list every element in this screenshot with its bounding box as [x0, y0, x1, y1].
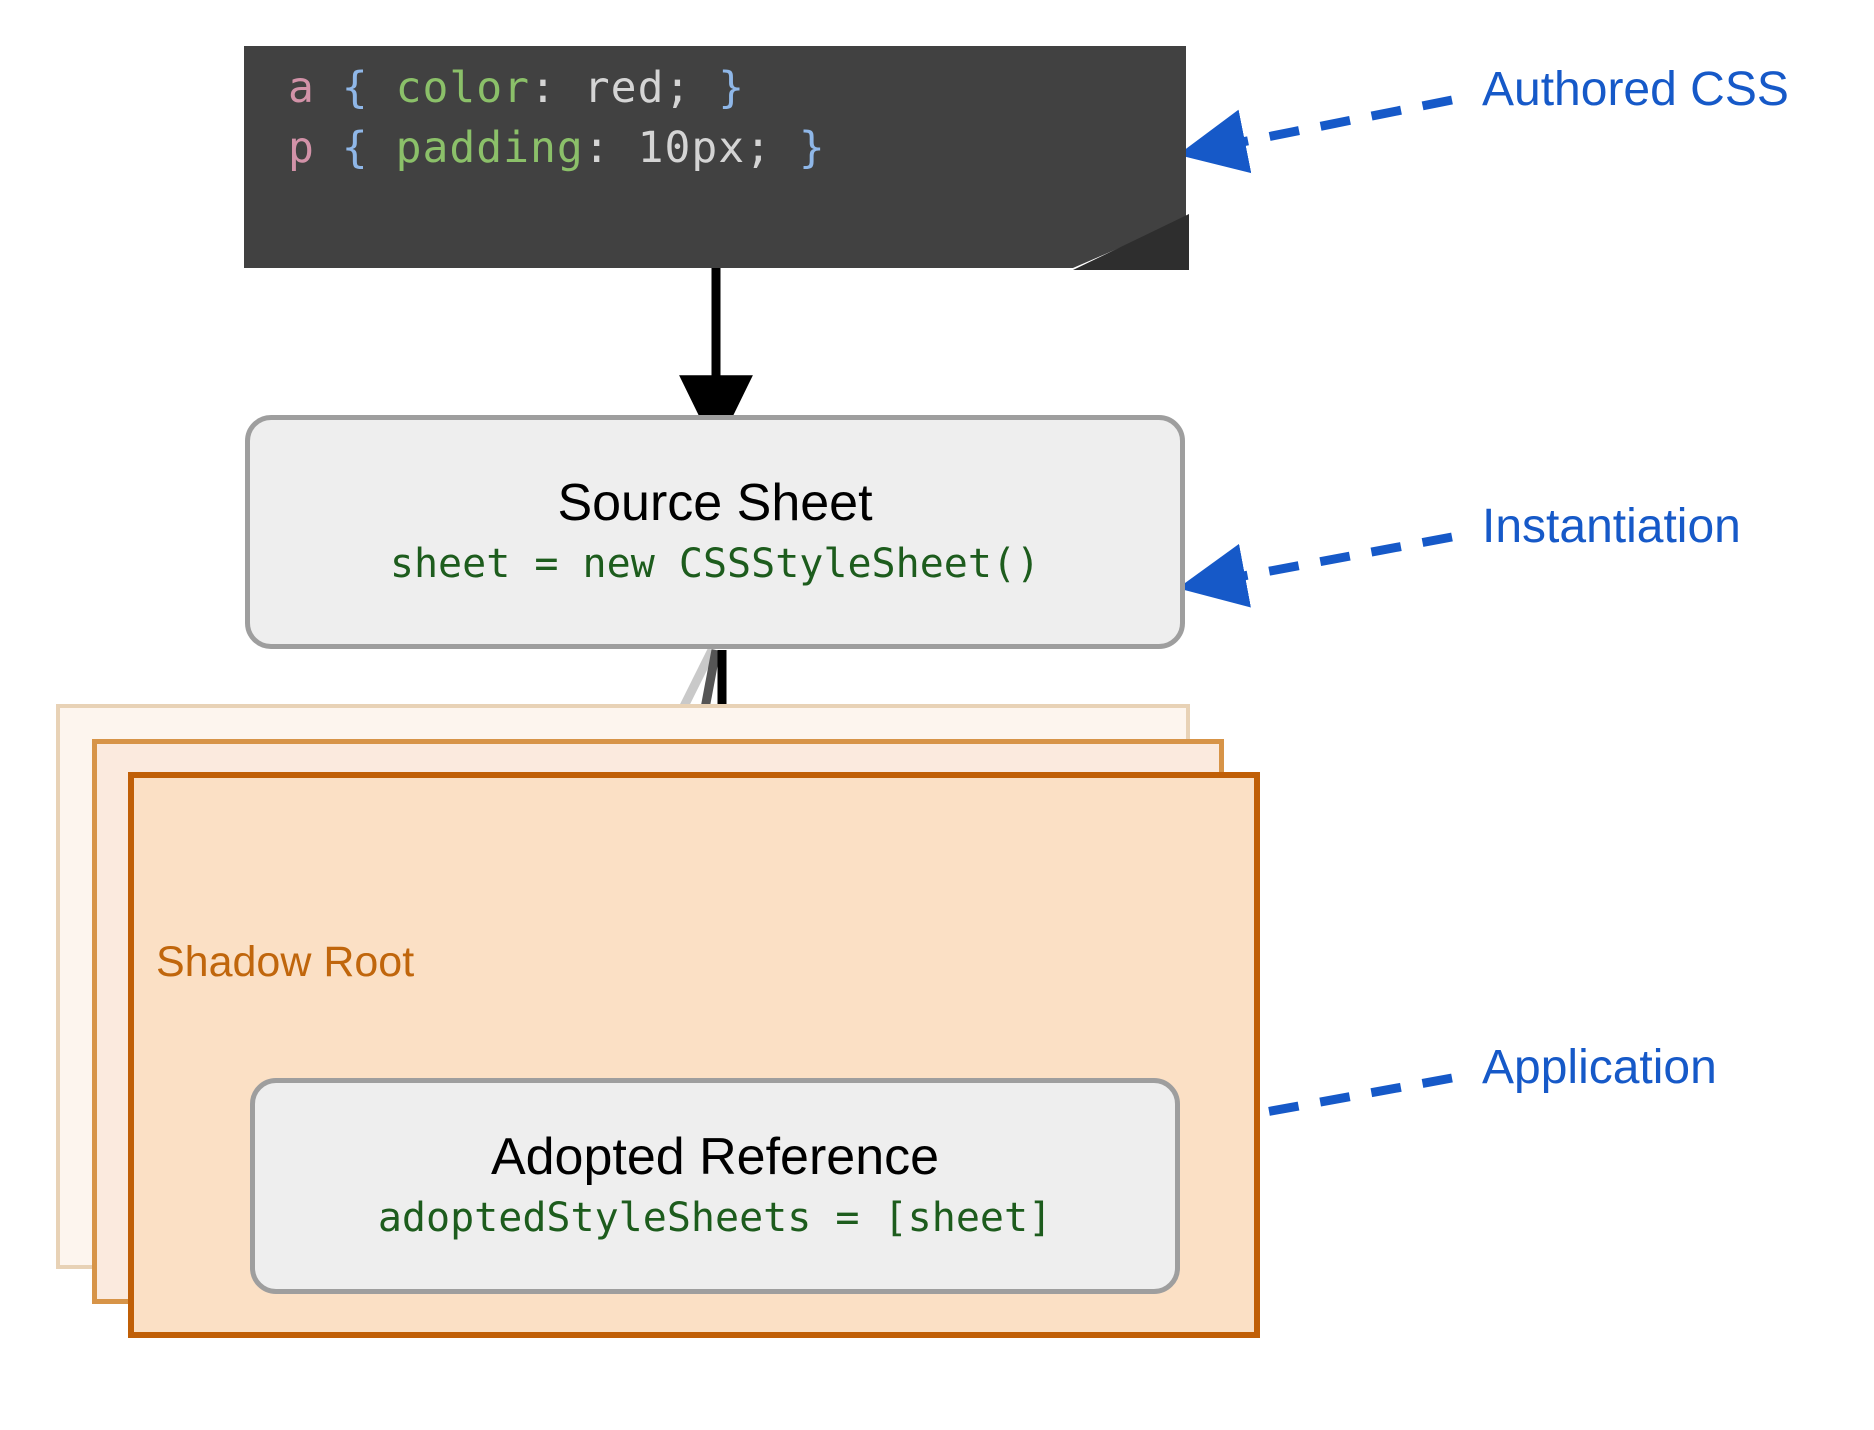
callout-instantiation: Instantiation: [1482, 500, 1741, 553]
callout-application: Application: [1482, 1041, 1717, 1094]
css-value-10px: 10px;: [637, 123, 773, 173]
shadow-root-label: Shadow Root: [156, 938, 415, 986]
css-property-padding: padding: [395, 123, 584, 173]
css-open-brace-1: {: [341, 63, 369, 113]
css-open-brace-2: {: [341, 123, 369, 173]
css-property-color: color: [395, 63, 531, 113]
authored-css-code-card: [244, 46, 1186, 268]
css-selector-p: p: [288, 123, 315, 173]
leader-instantiation: [1177, 532, 1453, 608]
source-sheet-code: sheet = new CSSStyleSheet(): [389, 541, 1041, 588]
css-colon-1: :: [530, 63, 557, 113]
source-sheet-title: Source Sheet: [557, 473, 873, 532]
css-close-brace-1: }: [718, 63, 746, 113]
adopted-reference-node[interactable]: Adopted Reference adoptedStyleSheets = […: [250, 1078, 1180, 1294]
adopted-reference-code: adoptedStyleSheets = [sheet]: [377, 1195, 1053, 1242]
css-colon-2: :: [583, 123, 611, 173]
css-close-brace-2: }: [798, 123, 826, 173]
adopted-reference-title: Adopted Reference: [490, 1127, 940, 1186]
callout-authored-css: Authored CSS: [1482, 63, 1789, 116]
source-sheet-node[interactable]: Source Sheet sheet = new CSSStyleSheet(): [245, 415, 1185, 649]
leader-authored-css: [1177, 95, 1453, 174]
authored-css-code-text: a { color: red; } p { padding: 10px; }: [288, 58, 826, 178]
css-value-red: red;: [583, 63, 692, 113]
css-selector-a: a: [288, 63, 315, 113]
